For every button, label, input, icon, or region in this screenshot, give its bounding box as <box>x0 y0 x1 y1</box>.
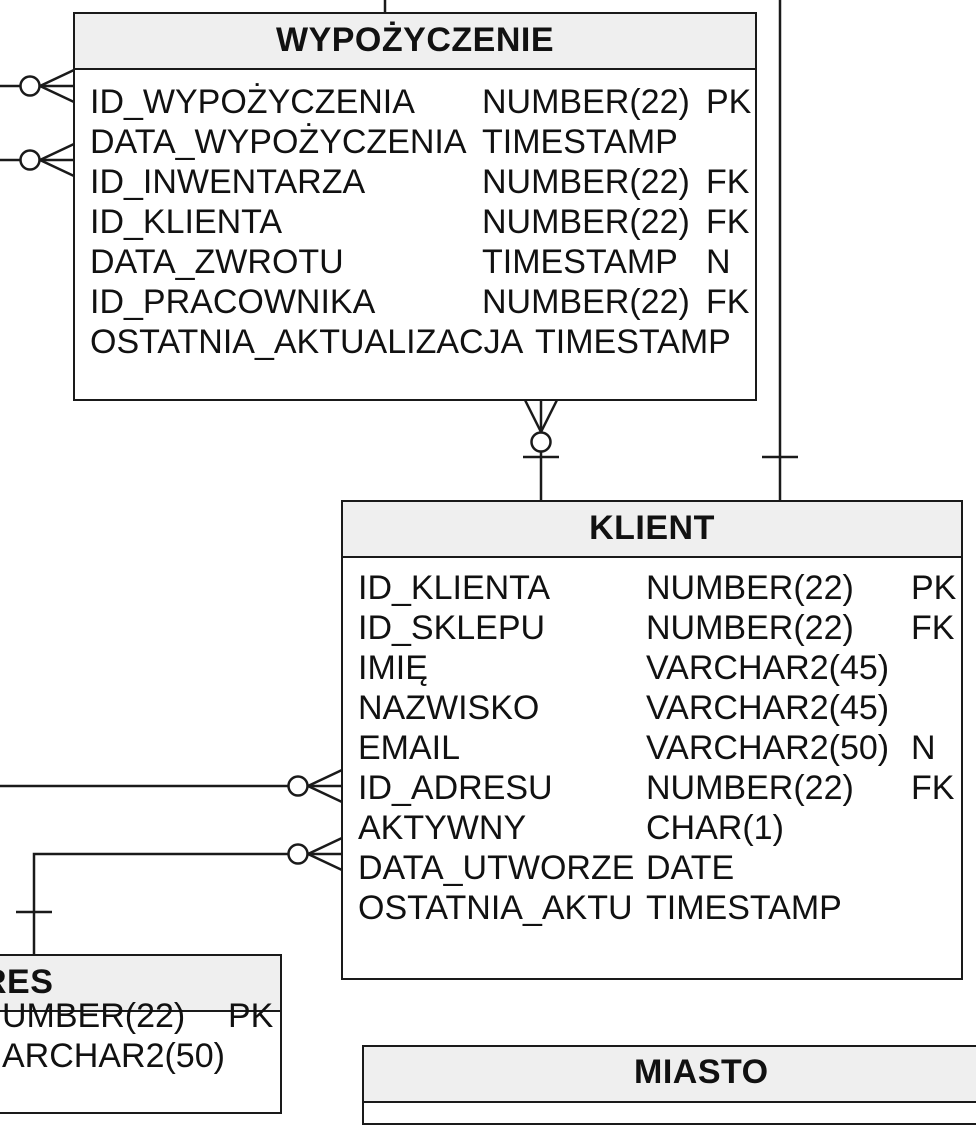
attribute-type: VARCHAR2(45) <box>646 689 890 727</box>
attribute-type: TIMESTAMP <box>535 323 731 361</box>
attribute-row[interactable]: ID_WYPOŻYCZENIA NUMBER(22) PK <box>75 82 755 122</box>
attribute-row[interactable]: UMBER(22) PK <box>0 996 280 1036</box>
attribute-name: EMAIL <box>358 729 461 767</box>
attribute-row[interactable]: ARCHAR2(50) <box>0 1036 280 1076</box>
attribute-row[interactable]: OSTATNIA_AKTUALIZACJA TIMESTAMP <box>75 322 755 362</box>
attribute-row[interactable]: DATA_WYPOŻYCZENIA TIMESTAMP <box>75 122 755 162</box>
attribute-type: NUMBER(22) <box>482 83 690 121</box>
attribute-key: FK <box>706 283 750 321</box>
attribute-row[interactable]: ID_ADRESU NUMBER(22) FK <box>343 768 961 808</box>
entity-title-text: MIASTO <box>634 1053 769 1091</box>
attribute-type: TIMESTAMP <box>482 123 678 161</box>
attribute-key: FK <box>706 203 750 241</box>
attribute-row[interactable]: ID_INWENTARZA NUMBER(22) FK <box>75 162 755 202</box>
attribute-type: NUMBER(22) <box>646 569 854 607</box>
relationship-wypozyczenie-left-1 <box>0 68 75 104</box>
attribute-name: DATA_WYPOŻYCZENIA <box>90 123 467 161</box>
attribute-name: ID_INWENTARZA <box>90 163 366 201</box>
attribute-row[interactable]: ID_SKLEPU NUMBER(22) FK <box>343 608 961 648</box>
attribute-type: DATE <box>646 849 735 887</box>
attribute-name: ID_WYPOŻYCZENIA <box>90 83 415 121</box>
relationship-klient-left-1 <box>0 768 343 804</box>
attribute-name: ID_KLIENTA <box>90 203 283 241</box>
attribute-row[interactable]: ID_PRACOWNIKA NUMBER(22) FK <box>75 282 755 322</box>
attribute-type: NUMBER(22) <box>482 163 690 201</box>
attribute-name: ID_ADRESU <box>358 769 553 807</box>
attribute-type: NUMBER(22) <box>482 203 690 241</box>
attribute-type: UMBER(22) <box>2 997 186 1035</box>
attribute-key: FK <box>911 769 955 807</box>
attribute-name: NAZWISKO <box>358 689 540 727</box>
attribute-type: NUMBER(22) <box>646 769 854 807</box>
attribute-type: VARCHAR2(50) <box>646 729 890 767</box>
attribute-type: VARCHAR2(45) <box>646 649 890 687</box>
attribute-key: PK <box>228 997 274 1035</box>
attribute-key: FK <box>706 163 750 201</box>
attribute-type: CHAR(1) <box>646 809 784 847</box>
attribute-row[interactable]: AKTYWNY CHAR(1) <box>343 808 961 848</box>
attribute-row[interactable]: ID_KLIENTA NUMBER(22) FK <box>75 202 755 242</box>
attribute-key: N <box>706 243 731 281</box>
attribute-key: N <box>911 729 936 767</box>
entity-wypozyczenie[interactable]: WYPOŻYCZENIE ID_WYPOŻYCZENIA NUMBER(22) … <box>73 12 757 401</box>
attribute-name: ID_PRACOWNIKA <box>90 283 376 321</box>
attribute-row[interactable]: ID_KLIENTA NUMBER(22) PK <box>343 568 961 608</box>
entity-adres[interactable]: RES UMBER(22) PK ARCHAR2(50) <box>0 954 282 1114</box>
attribute-name: AKTYWNY <box>358 809 527 847</box>
relationship-wypozyczenie-left-2 <box>0 142 75 178</box>
attribute-name: DATA_UTWORZE <box>358 849 634 887</box>
attribute-name: DATA_ZWROTU <box>90 243 344 281</box>
entity-title: KLIENT <box>343 502 961 558</box>
entity-miasto[interactable]: MIASTO <box>362 1045 976 1125</box>
attribute-row[interactable]: EMAIL VARCHAR2(50) N <box>343 728 961 768</box>
attribute-key: FK <box>911 609 955 647</box>
attribute-type: TIMESTAMP <box>482 243 678 281</box>
attribute-key: PK <box>706 83 752 121</box>
entity-title: MIASTO <box>364 1047 976 1103</box>
attribute-type: NUMBER(22) <box>482 283 690 321</box>
relationship-wypozyczenie-klient <box>523 399 559 500</box>
attribute-type: TIMESTAMP <box>646 889 842 927</box>
attribute-name: IMIĘ <box>358 649 428 687</box>
attribute-type: NUMBER(22) <box>646 609 854 647</box>
attribute-row[interactable]: DATA_UTWORZE DATE <box>343 848 961 888</box>
entity-title: RES <box>0 956 280 1012</box>
relationship-klient-top-right <box>762 0 798 500</box>
attribute-name: ID_KLIENTA <box>358 569 551 607</box>
attribute-row[interactable]: OSTATNIA_AKTU TIMESTAMP <box>343 888 961 928</box>
attribute-name: OSTATNIA_AKTUALIZACJA <box>90 323 524 361</box>
attribute-name: OSTATNIA_AKTU <box>358 889 633 927</box>
attribute-type: ARCHAR2(50) <box>2 1037 225 1075</box>
entity-klient[interactable]: KLIENT ID_KLIENTA NUMBER(22) PK ID_SKLEP… <box>341 500 963 980</box>
attribute-name: ID_SKLEPU <box>358 609 546 647</box>
attribute-row[interactable]: NAZWISKO VARCHAR2(45) <box>343 688 961 728</box>
entity-title: WYPOŻYCZENIE <box>75 14 755 70</box>
relationship-lines <box>0 0 798 954</box>
attribute-row[interactable]: IMIĘ VARCHAR2(45) <box>343 648 961 688</box>
entity-title-text: RES <box>0 963 54 1001</box>
relationship-klient-adres <box>16 836 343 954</box>
attribute-key: PK <box>911 569 957 607</box>
attribute-row[interactable]: DATA_ZWROTU TIMESTAMP N <box>75 242 755 282</box>
